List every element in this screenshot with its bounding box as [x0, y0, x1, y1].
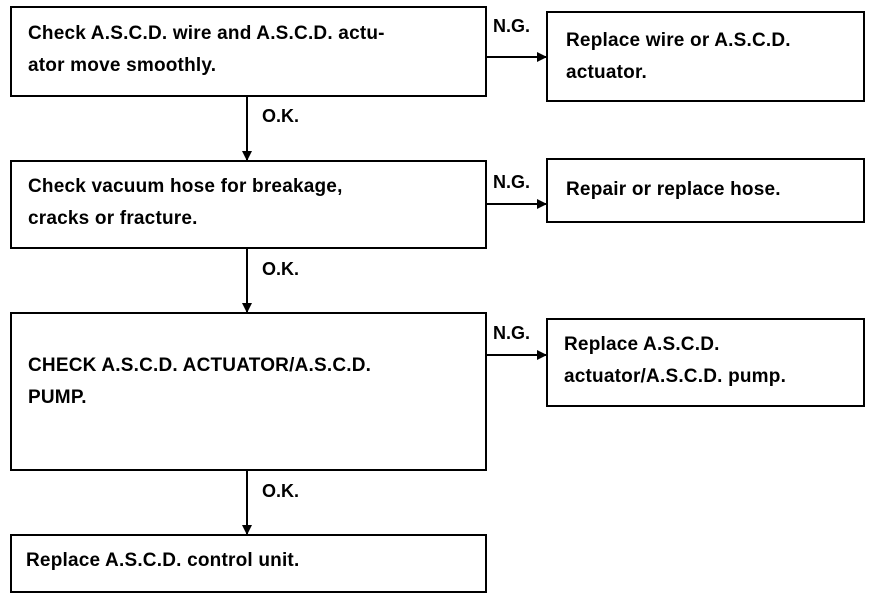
- step-3-line-2: PUMP.: [28, 387, 87, 408]
- remedy-box-2: Repair or replace hose.: [546, 158, 865, 223]
- ng-label-1: N.G.: [493, 16, 531, 36]
- ng-label-2: N.G.: [493, 172, 531, 192]
- remedy-3-line-2: actuator/A.S.C.D. pump.: [564, 366, 787, 387]
- remedy-box-3: Replace A.S.C.D. actuator/A.S.C.D. pump.: [546, 318, 865, 407]
- ok-label-2: O.K.: [262, 259, 300, 279]
- remedy-1-line-2: actuator.: [566, 62, 647, 83]
- step-box-3: CHECK A.S.C.D. ACTUATOR/A.S.C.D. PUMP.: [10, 312, 487, 471]
- step-box-1: Check A.S.C.D. wire and A.S.C.D. actu- a…: [10, 6, 487, 97]
- step-3-line-1: CHECK A.S.C.D. ACTUATOR/A.S.C.D.: [28, 355, 372, 376]
- remedy-2-line-1: Repair or replace hose.: [566, 179, 781, 200]
- remedy-3-line-1: Replace A.S.C.D.: [564, 334, 720, 355]
- remedy-box-1: Replace wire or A.S.C.D. actuator.: [546, 11, 865, 102]
- step-1-line-1: Check A.S.C.D. wire and A.S.C.D. actu-: [28, 23, 385, 44]
- remedy-1-line-1: Replace wire or A.S.C.D.: [566, 30, 791, 51]
- step-4-line-1: Replace A.S.C.D. control unit.: [26, 550, 300, 571]
- ok-label-1: O.K.: [262, 106, 300, 126]
- ng-label-3: N.G.: [493, 323, 531, 343]
- step-box-2: Check vacuum hose for breakage, cracks o…: [10, 160, 487, 249]
- ok-label-3: O.K.: [262, 481, 300, 501]
- step-2-line-1: Check vacuum hose for breakage,: [28, 176, 343, 197]
- step-2-line-2: cracks or fracture.: [28, 208, 198, 229]
- step-box-4: Replace A.S.C.D. control unit.: [10, 534, 487, 593]
- step-1-line-2: ator move smoothly.: [28, 55, 217, 76]
